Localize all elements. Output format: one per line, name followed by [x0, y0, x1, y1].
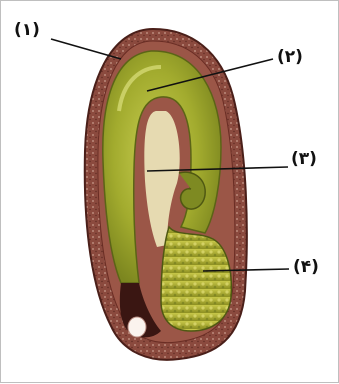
label-1: (۱) — [14, 22, 40, 39]
label-3: (۳) — [291, 151, 317, 168]
micropyle-droplet — [128, 317, 146, 337]
pointer-line-1 — [51, 39, 121, 59]
label-4: (۴) — [293, 259, 319, 276]
label-2: (۲) — [277, 49, 303, 66]
